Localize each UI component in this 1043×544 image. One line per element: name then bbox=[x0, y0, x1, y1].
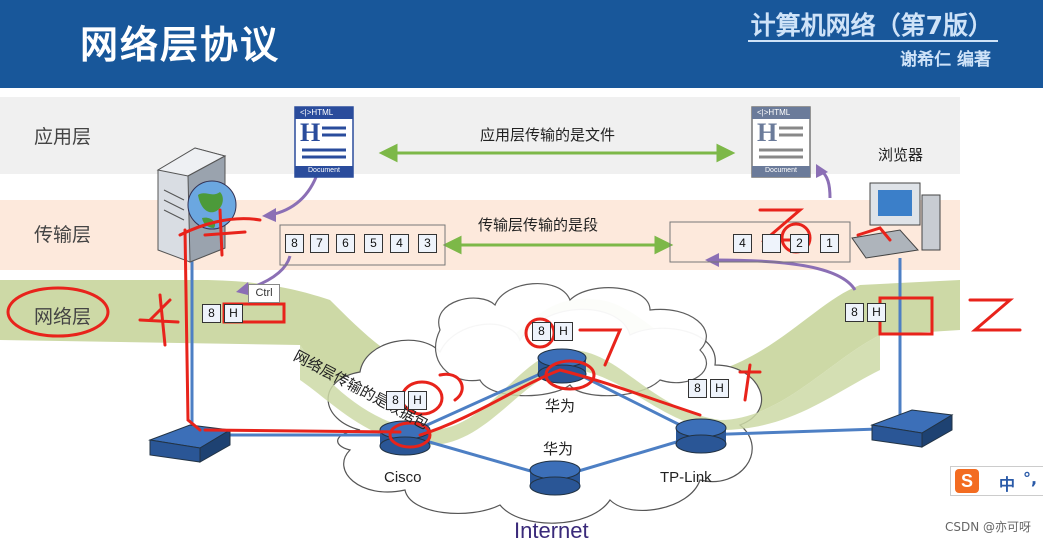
ime-mode-toggle[interactable]: 中 bbox=[999, 475, 1016, 494]
segment-box: 4 bbox=[733, 234, 752, 253]
router-tplink-label: TP-Link bbox=[660, 469, 712, 486]
router-huawei-top-label: 华为 bbox=[545, 398, 576, 415]
csdn-watermark: CSDN @亦可呀 bbox=[944, 520, 1031, 534]
computer-icon bbox=[851, 182, 941, 259]
segment-box: 6 bbox=[336, 234, 355, 253]
segment-box: 7 bbox=[310, 234, 329, 253]
internet-label: Internet bbox=[514, 518, 589, 543]
book-title-underline bbox=[748, 40, 998, 42]
browser-doc-letter: H bbox=[757, 118, 778, 147]
segment-box bbox=[762, 234, 781, 253]
segment-box: 1 bbox=[820, 234, 839, 253]
packet-number: 8 bbox=[386, 391, 405, 410]
ime-punct-toggle[interactable]: °, bbox=[1023, 469, 1038, 488]
left-segment-container bbox=[279, 224, 446, 266]
right-switch-icon bbox=[870, 409, 954, 448]
packet-header: H bbox=[224, 304, 243, 323]
ctrl-key-tooltip: Ctrl bbox=[248, 284, 280, 303]
packet-header: H bbox=[867, 303, 886, 322]
router-tplink-icon bbox=[675, 418, 727, 454]
book-title: 计算机网络（第7版） bbox=[750, 11, 993, 40]
book-author: 谢希仁 编著 bbox=[900, 50, 991, 70]
title-banner: 网络层协议 计算机网络（第7版） 谢希仁 编著 bbox=[0, 0, 1043, 88]
packet-number: 8 bbox=[845, 303, 864, 322]
segment-box: 4 bbox=[390, 234, 409, 253]
browser-doc-footer: Document bbox=[765, 167, 797, 174]
router-cisco-label: Cisco bbox=[384, 469, 422, 486]
packet-header: H bbox=[408, 391, 427, 410]
server-doc-header: <|>HTML bbox=[300, 108, 334, 117]
segment-box: 8 bbox=[285, 234, 304, 253]
ime-toolbar[interactable]: S 中 °, bbox=[950, 466, 1043, 496]
packet-number: 8 bbox=[532, 322, 551, 341]
right-segment-container bbox=[669, 221, 851, 263]
browser-doc-header: <|>HTML bbox=[757, 108, 791, 117]
ime-logo-icon[interactable]: S bbox=[955, 469, 979, 493]
server-doc-footer: Document bbox=[308, 167, 340, 174]
application-caption: 应用层传输的是文件 bbox=[480, 126, 616, 144]
router-huawei-bottom-label: 华为 bbox=[543, 441, 574, 458]
segment-box: 5 bbox=[364, 234, 383, 253]
transport-layer-label: 传输层 bbox=[34, 224, 92, 246]
slide-title: 网络层协议 bbox=[80, 23, 281, 67]
packet-number: 8 bbox=[688, 379, 707, 398]
packet-header: H bbox=[554, 322, 573, 341]
packet-header: H bbox=[710, 379, 729, 398]
segment-box: 3 bbox=[418, 234, 437, 253]
transport-caption: 传输层传输的是段 bbox=[478, 216, 599, 234]
packet-number: 8 bbox=[202, 304, 221, 323]
globe-icon bbox=[187, 180, 237, 230]
server-doc-letter: H bbox=[300, 118, 321, 147]
network-layer-label: 网络层 bbox=[34, 306, 92, 328]
application-layer-label: 应用层 bbox=[34, 126, 92, 148]
segment-box: 2 bbox=[790, 234, 809, 253]
browser-document-icon bbox=[751, 106, 811, 178]
green-arrows bbox=[378, 143, 736, 255]
router-huawei-bottom-icon bbox=[529, 460, 581, 496]
browser-label: 浏览器 bbox=[878, 146, 924, 164]
server-document-icon bbox=[294, 106, 354, 178]
